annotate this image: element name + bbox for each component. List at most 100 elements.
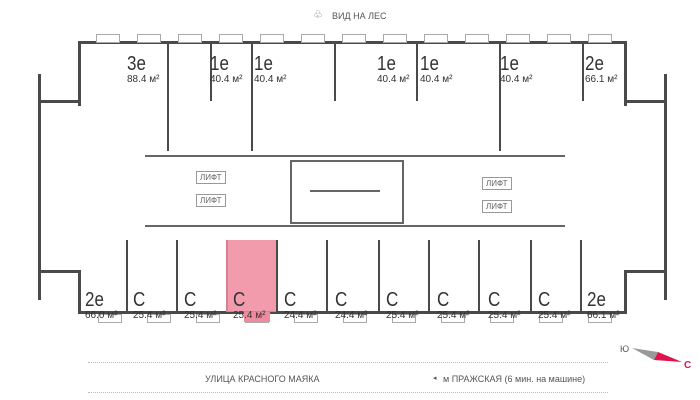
unit-type: С [133, 289, 146, 311]
unit-area: 24.4 м² [335, 310, 368, 321]
metro-label: м ПРАЖСКАЯ (6 мин. на машине) [443, 374, 586, 384]
corridor-wall [145, 155, 565, 157]
street-label: УЛИЦА КРАСНОГО МАЯКА [205, 374, 320, 384]
stair-divider [310, 190, 380, 192]
window [343, 314, 367, 323]
unit-area: 25.4 м² [133, 310, 166, 321]
lift-label: ЛИФТ [482, 200, 512, 213]
unit-type: С [386, 289, 399, 311]
window [301, 34, 325, 43]
selected-unit-highlight [226, 240, 276, 312]
window [539, 314, 563, 323]
wall-left [78, 41, 81, 106]
unit-wall [176, 240, 178, 313]
window [96, 34, 120, 43]
window [147, 314, 171, 323]
unit-area: 40.4 м² [377, 74, 410, 85]
unit-wall [530, 240, 532, 313]
compass-south: Ю [620, 344, 630, 354]
wall-left-b [78, 270, 81, 314]
lift-label: ЛИФТ [482, 177, 512, 190]
unit-area: 25.4 м² [437, 310, 470, 321]
unit-area: 24.4 м² [284, 310, 317, 321]
window [392, 314, 416, 323]
street-divider [88, 392, 608, 393]
unit-wall [378, 240, 380, 313]
unit-wall [582, 41, 584, 101]
unit-area: 25.4 м² [538, 310, 571, 321]
wall [624, 100, 666, 103]
unit-type: 1е [500, 53, 519, 75]
window [547, 34, 571, 43]
lift-label: ЛИФТ [196, 194, 226, 207]
unit-wall [210, 41, 212, 101]
wall-right-b [624, 270, 627, 314]
window [588, 34, 612, 43]
window [260, 34, 284, 43]
unit-wall [276, 240, 278, 313]
compass: Ю С [618, 340, 698, 380]
unit-area: 66.1 м² [587, 310, 620, 321]
unit-area: 40.4 м² [420, 74, 453, 85]
window [294, 314, 318, 323]
view-label: ВИД НА ЛЕС [332, 11, 387, 21]
unit-wall [428, 240, 430, 313]
wall [624, 270, 666, 273]
unit-area: 25.4 м² [233, 310, 266, 321]
unit-type: С [488, 289, 501, 311]
selected-unit-balcony [244, 312, 270, 322]
wall-bottom [78, 311, 626, 314]
unit-type: С [284, 289, 297, 311]
unit-area: 25.4 м² [184, 310, 217, 321]
window [465, 34, 489, 43]
unit-area: 66.1 м² [585, 74, 618, 85]
window [424, 34, 448, 43]
unit-wall [416, 41, 418, 101]
unit-type: С [184, 289, 197, 311]
unit-wall [478, 240, 480, 313]
metro-icon: ◂ [433, 375, 437, 382]
unit-wall [580, 240, 582, 313]
unit-wall [334, 41, 336, 101]
wall-right-wing [664, 74, 667, 300]
unit-wall [326, 240, 328, 313]
wall-right [624, 41, 627, 106]
unit-area: 40.4 м² [210, 74, 243, 85]
window [383, 34, 407, 43]
window [490, 314, 514, 323]
unit-area: 88.4 м² [127, 74, 160, 85]
window [196, 314, 220, 323]
unit-wall [499, 41, 501, 151]
unit-type: С [233, 289, 246, 311]
unit-type: 1е [210, 53, 229, 75]
corridor-wall [145, 225, 565, 227]
wall-left-wing [38, 74, 41, 300]
wall [38, 100, 80, 103]
window [506, 34, 530, 43]
unit-area: 25.4 м² [386, 310, 419, 321]
unit-type: 2е [585, 53, 604, 75]
unit-wall [167, 41, 169, 151]
compass-arrow-icon [632, 348, 682, 362]
unit-wall [251, 41, 253, 151]
unit-area: 40.4 м² [254, 74, 287, 85]
window [441, 314, 465, 323]
